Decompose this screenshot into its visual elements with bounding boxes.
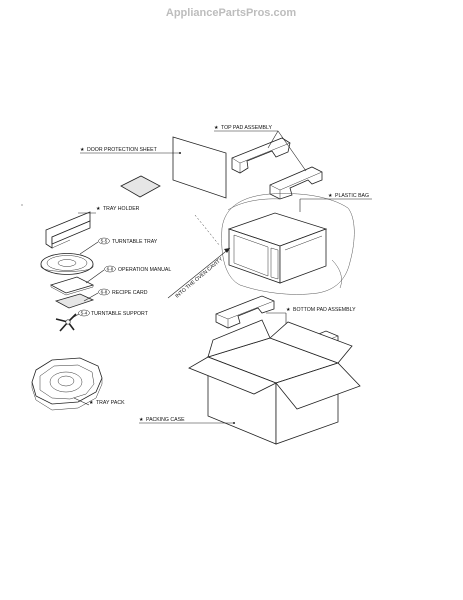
- star-marker: ★: [139, 417, 144, 423]
- label-turntable-tray: 5-5 TURNTABLE TRAY: [79, 237, 158, 255]
- turntable-tray-label: TURNTABLE TRAY: [112, 239, 158, 245]
- plastic-bag: [221, 193, 355, 295]
- tray-holder: [45, 211, 91, 249]
- operation-manual-number: 6-8: [107, 267, 114, 272]
- top-pad-assembly: [231, 137, 323, 200]
- recipe-card-label: RECIPE CARD: [112, 290, 148, 296]
- guide-line: [194, 214, 221, 247]
- stray-mark: [21, 204, 23, 206]
- into-the-oven-cavity-label: INTO THE OVEN CAVITY: [174, 256, 224, 299]
- tray-pack: [31, 357, 103, 411]
- turntable-support: [55, 313, 77, 332]
- turntable-tray-number: 5-5: [101, 239, 108, 244]
- label-operation-manual: 6-8 OPERATION MANUAL: [85, 265, 171, 284]
- door-protection-sheet: [172, 136, 227, 199]
- label-plastic-bag: ★ PLASTIC BAG: [299, 193, 372, 212]
- star-marker: ★: [328, 193, 333, 199]
- label-tray-holder: ★ TRAY HOLDER: [78, 206, 140, 214]
- recipe-card: [54, 293, 95, 309]
- watermark: AppliancePartsPros.com: [166, 7, 296, 19]
- star-marker: ★: [89, 400, 94, 406]
- tray-holder-label: TRAY HOLDER: [103, 206, 140, 212]
- packing-case: [188, 319, 361, 445]
- label-packing-case: ★ PACKING CASE: [139, 417, 235, 424]
- tray-pack-label: TRAY PACK: [96, 400, 125, 406]
- packing-case-label: PACKING CASE: [146, 417, 185, 423]
- plastic-bag-label: PLASTIC BAG: [335, 193, 369, 199]
- star-marker: ★: [286, 307, 291, 313]
- operation-manual-label: OPERATION MANUAL: [118, 267, 171, 273]
- top-pad-assembly-label: TOP PAD ASSEMBLY: [221, 125, 272, 131]
- turntable-support-label: TURNTABLE SUPPORT: [91, 311, 149, 317]
- recipe-card-number: 6-8: [101, 290, 108, 295]
- label-tray-pack: ★ TRAY PACK: [73, 397, 125, 406]
- label-recipe-card: 6-8 RECIPE CARD: [83, 288, 148, 302]
- label-into-the-oven-cavity: INTO THE OVEN CAVITY: [167, 247, 231, 300]
- label-top-pad-assembly: ★ TOP PAD ASSEMBLY: [214, 125, 307, 172]
- label-turntable-support: 5-4 TURNTABLE SUPPORT: [71, 309, 149, 319]
- label-door-protection-sheet: ★ DOOR PROTECTION SHEET: [80, 147, 181, 154]
- operation-manual: [49, 276, 95, 296]
- turntable-support-number: 5-4: [81, 311, 88, 316]
- star-marker: ★: [80, 147, 85, 153]
- star-marker: ★: [214, 125, 219, 131]
- microwave-oven: [227, 212, 328, 284]
- small-sheet: [120, 175, 161, 198]
- door-protection-sheet-label: DOOR PROTECTION SHEET: [87, 147, 158, 153]
- turntable-tray: [40, 253, 94, 275]
- star-marker: ★: [96, 206, 101, 212]
- bottom-pad-assembly-label: BOTTOM PAD ASSEMBLY: [293, 307, 356, 313]
